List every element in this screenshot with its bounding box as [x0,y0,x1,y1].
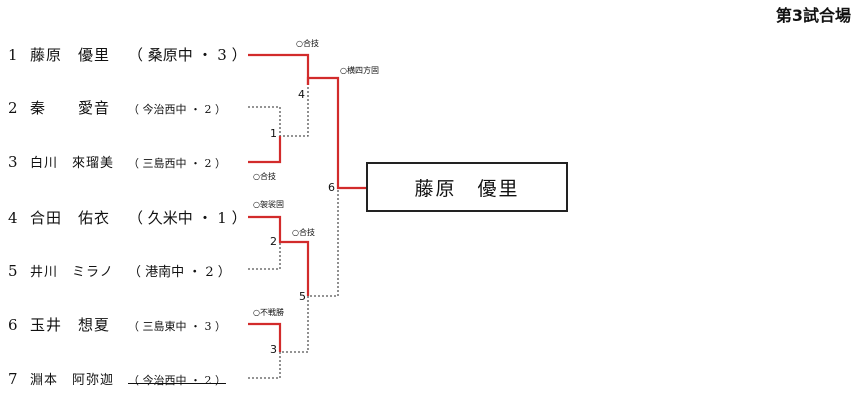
seed-number: 6 [8,316,18,334]
match-number-5: 5 [299,290,306,303]
player-name: 藤原 優里 [30,46,111,64]
player-3: 3 白川 來瑠美 （ 三島西中 ・ 2 ） [8,151,226,173]
player-name: 淵本 阿弥迦 [30,373,115,388]
line-player-5 [248,242,281,270]
player-6: 6 玉井 想夏 （ 三島東中 ・ 3 ） [8,314,226,336]
match-number-3: 3 [270,343,277,356]
seed-number: 2 [8,99,18,117]
player-affiliation: （ 三島東中 ・ 3 ） [128,320,226,333]
match-number-4: 4 [298,88,305,101]
result-label: ○合技 [253,172,276,181]
player-name: 白川 來瑠美 [30,156,115,171]
player-affiliation: （ 久米中 ・ 1 ） [128,209,247,227]
line-player-6 [248,322,282,352]
player-7-withdrawn: 7 淵本 阿弥迦 （ 今治西中 ・ 2 ） [8,368,226,390]
result-label: ○合技 [292,228,315,237]
winning-lines [248,53,366,352]
seed-number: 4 [8,209,18,227]
line-player-1 [248,53,310,85]
match-number-6: 6 [328,181,335,194]
seed-number: 1 [8,46,18,64]
line-player-3 [248,136,282,164]
seed-number: 7 [8,370,18,388]
match-number-1: 1 [270,127,277,140]
player-affiliation: （ 港南中 ・ 2 ） [128,265,231,280]
player-1: 1 藤原 優里 （ 桑原中 ・ 3 ） [8,44,247,66]
player-name: 井川 ミラノ [30,265,114,280]
winner-box: 藤原 優里 [366,162,568,212]
result-label: ○横四方固 [340,66,379,75]
line-final-winner [306,76,366,190]
player-5: 5 井川 ミラノ （ 港南中 ・ 2 ） [8,260,231,282]
result-label: ○袈裟固 [253,200,284,209]
player-affiliation: （ 今治西中 ・ 2 ） [128,374,226,387]
player-2: 2 秦 愛音 （ 今治西中 ・ 2 ） [8,97,226,119]
result-label: ○合技 [296,39,319,48]
result-label: ○不戦勝 [253,308,284,317]
player-name: 玉井 想夏 [30,316,111,334]
seed-number: 5 [8,262,18,280]
player-affiliation: （ 桑原中 ・ 3 ） [128,46,247,64]
player-name: 合田 佑衣 [30,209,111,227]
player-affiliation: （ 今治西中 ・ 2 ） [128,103,226,116]
line-player-4 [248,215,310,296]
winner-name: 藤原 優里 [414,177,520,200]
match-number-2: 2 [270,235,277,248]
player-name: 秦 愛音 [30,99,111,117]
player-4: 4 合田 佑衣 （ 久米中 ・ 1 ） [8,207,247,229]
seed-number: 3 [8,153,18,171]
line-semi-loser [307,188,339,298]
player-affiliation: （ 三島西中 ・ 2 ） [128,157,226,170]
venue-title: 第3試合場 [775,6,851,25]
